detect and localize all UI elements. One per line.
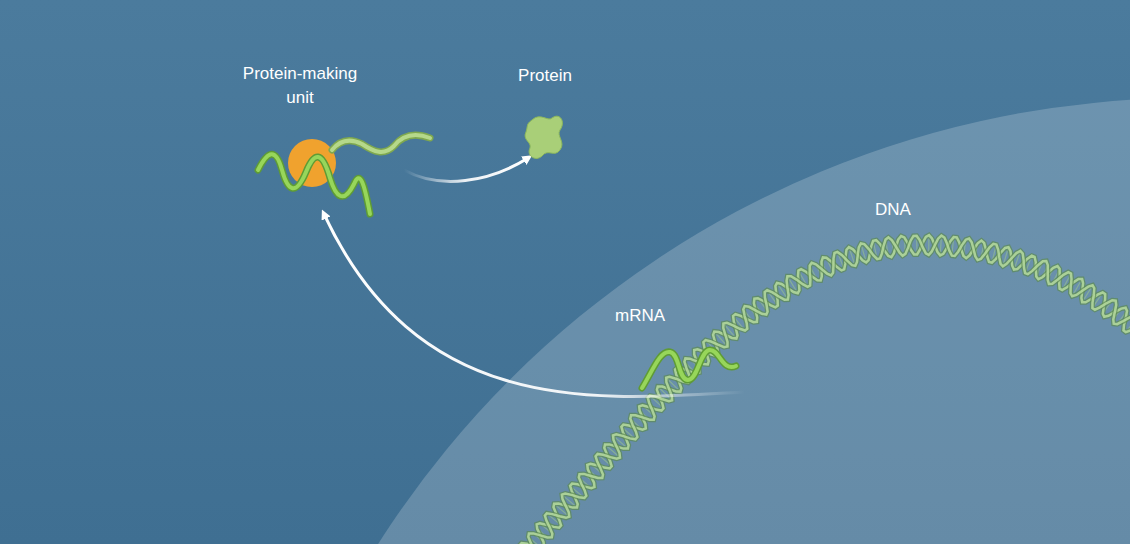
dna-strand (511, 236, 1130, 544)
dna-strand (515, 235, 1130, 544)
part-label: DNA (843, 198, 943, 222)
part-label: Protein (485, 64, 605, 88)
peptide-chain (332, 135, 430, 152)
protein-shape (525, 116, 562, 158)
mrna-strand-outline (642, 350, 736, 388)
ribosome-mrna-outline (258, 154, 370, 214)
dna-strand-outline (511, 236, 1130, 544)
ribosome-mrna (258, 154, 370, 214)
release-arrow (404, 158, 528, 181)
mrna-strand (642, 350, 736, 388)
part-label: mRNA (590, 304, 690, 328)
dna-helix (511, 235, 1130, 544)
dna-strand-outline (515, 235, 1130, 544)
part-label: Protein-making unit (230, 62, 370, 110)
transport-arrow (324, 214, 745, 397)
peptide-chain-outline (332, 135, 430, 152)
nucleus (228, 98, 1130, 544)
